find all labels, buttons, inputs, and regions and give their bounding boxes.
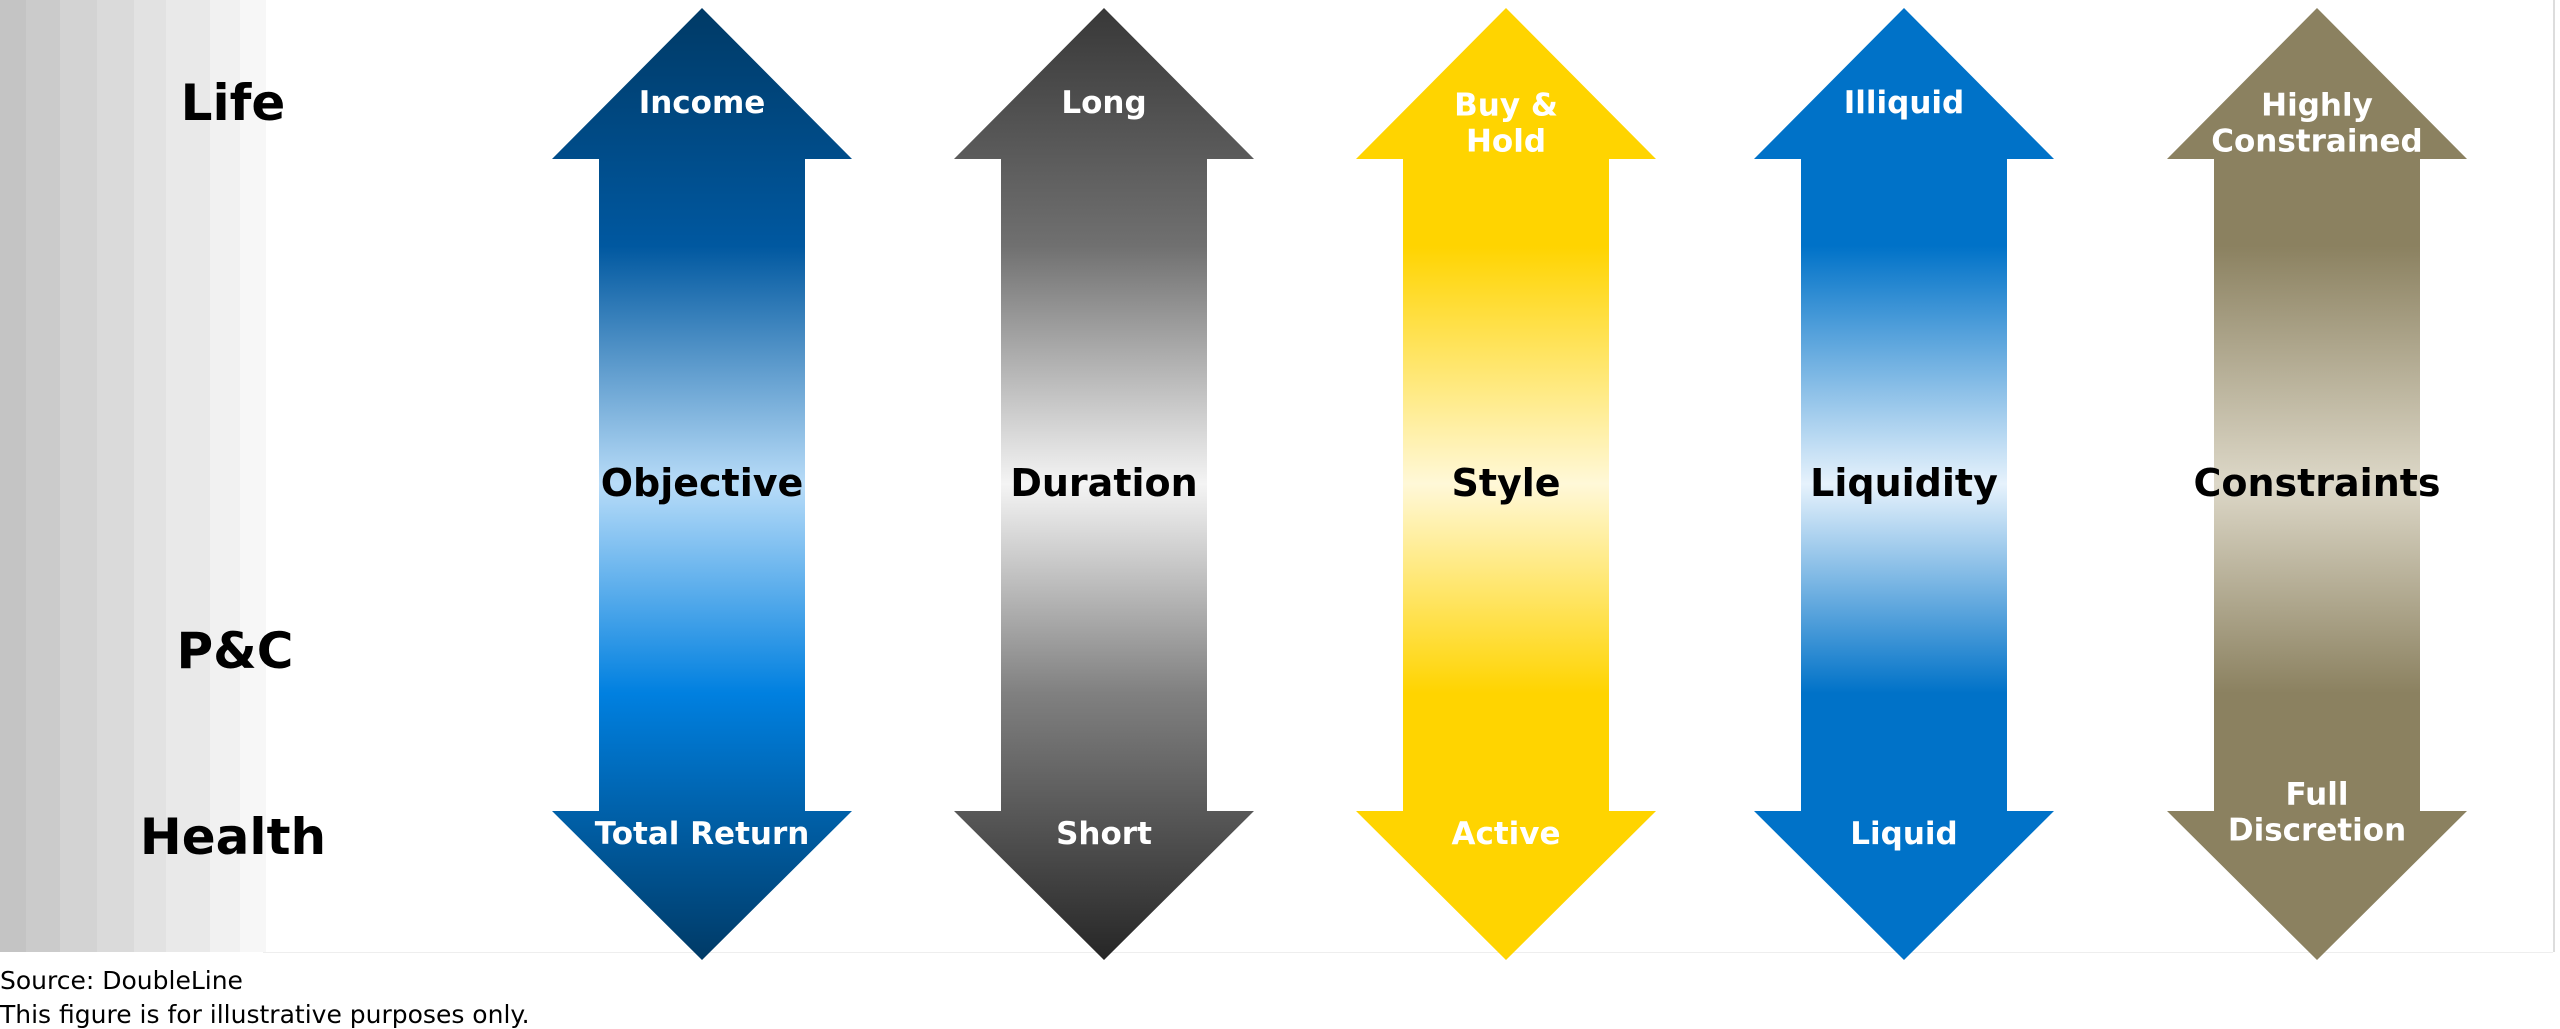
style-axis-label: Style (1451, 461, 1561, 506)
source-note: Source: DoubleLine (0, 966, 243, 995)
liquidity-bottom-label: Liquid (1850, 816, 1958, 853)
divider (263, 952, 2553, 953)
style-bottom-label: Active (1451, 816, 1561, 853)
constraints-bottom-label: Full Discretion (2227, 776, 2407, 848)
segment-band-bg (26, 0, 60, 952)
objective-top-label: Income (638, 85, 766, 122)
segment-band-bg (0, 0, 26, 952)
constraints-axis-label: Constraints (2193, 461, 2441, 506)
segment-band-bg (60, 0, 97, 952)
liquidity-axis-label: Liquidity (1810, 461, 1998, 506)
constraints-top-label: Highly Constrained (2211, 87, 2423, 159)
objective-axis-label: Objective (600, 461, 804, 506)
duration-double-arrow (954, 8, 1254, 960)
segment-band-bg (97, 0, 134, 952)
segment-band-bg (210, 0, 240, 952)
segment-band-bg (134, 0, 166, 952)
segment-label-health: Health (139, 808, 327, 866)
segment-band-bg (240, 0, 266, 952)
divider (2553, 0, 2555, 952)
duration-top-label: Long (1061, 85, 1147, 122)
style-double-arrow (1356, 8, 1656, 960)
disclaimer-note: This figure is for illustrative purposes… (0, 1000, 530, 1029)
segment-band-bg (166, 0, 210, 952)
style-top-label: Buy & Hold (1454, 87, 1558, 159)
segment-label-pc: P&C (176, 622, 294, 680)
duration-axis-label: Duration (1010, 461, 1198, 506)
constraints-double-arrow (2167, 8, 2467, 960)
segment-label-life: Life (180, 74, 286, 132)
duration-bottom-label: Short (1056, 816, 1152, 853)
liquidity-top-label: Illiquid (1843, 85, 1965, 122)
liquidity-double-arrow (1754, 8, 2054, 960)
objective-double-arrow (552, 8, 852, 960)
objective-bottom-label: Total Return (594, 816, 810, 853)
